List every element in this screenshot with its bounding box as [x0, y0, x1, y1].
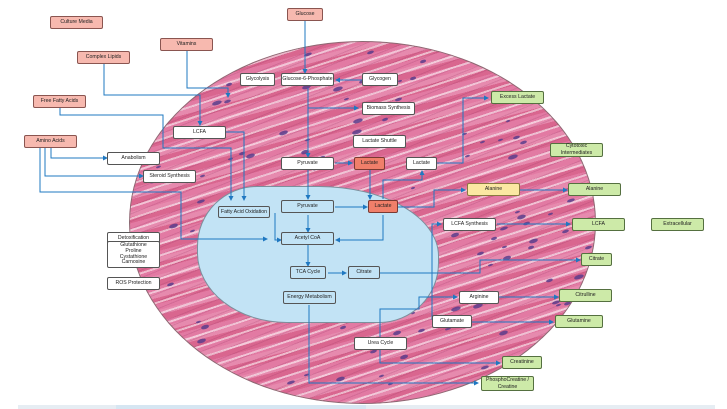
product-alanine[interactable]: Alanine [568, 183, 621, 196]
node-ros-protection[interactable]: ROS Protection [107, 277, 160, 290]
node-arginine[interactable]: Arginine [459, 291, 499, 304]
source-vitamins[interactable]: Vitamins [160, 38, 213, 51]
node-alanine[interactable]: Alanine [467, 183, 520, 196]
node-glycogen[interactable]: Glycogen [362, 73, 398, 86]
arrow-aa-acetyl [39, 148, 268, 242]
arrow-vitamins [186, 50, 231, 98]
arrow-complex-lipids [103, 63, 203, 126]
node-urea-cycle[interactable]: Urea Cycle [354, 337, 407, 350]
node-mito-lactate[interactable]: Lactate [368, 200, 398, 213]
node-lactate-shuttle[interactable]: Lactate Shuttle [353, 135, 406, 148]
product-glutamine[interactable]: Glutamine [555, 315, 603, 328]
arrow-citrate-lcfa-synth [431, 221, 442, 320]
source-amino-acids[interactable]: Amino Acids [24, 135, 77, 148]
arrow-ffa [59, 108, 234, 201]
node-fatty-acid-oxidation[interactable]: Fatty Acid Oxidation [218, 206, 270, 218]
product-cytotoxic-intermediates[interactable]: Cytotoxic Intermediates [550, 143, 603, 157]
product-creatinine[interactable]: Creatinine [502, 356, 542, 369]
arrow-citrate-out [380, 257, 581, 274]
arrow-lcfa-fao [225, 131, 247, 201]
arrow-mitolac-lactate [382, 170, 425, 199]
node-lactate[interactable]: Lactate [406, 157, 437, 170]
arrow-g6p-biomass [307, 88, 359, 111]
node-pyruvate[interactable]: Pyruvate [281, 157, 334, 170]
node-acetyl-coa[interactable]: Acetyl CoA [281, 232, 334, 245]
arrow-energy-phosphocreatine [308, 305, 479, 386]
source-culture-media[interactable]: Culture Media [50, 16, 103, 29]
scrollbar-thumb[interactable] [116, 405, 366, 409]
arrow-urea-arginine [379, 294, 458, 337]
node-citrate[interactable]: Citrate [348, 266, 380, 279]
source-complex-lipids[interactable]: Complex Lipids [77, 51, 130, 64]
product-lcfa[interactable]: LCFA [572, 218, 625, 231]
arrow-mitolac-acetyl [335, 215, 384, 243]
node-glutamate[interactable]: Glutamate [432, 315, 472, 328]
product-phosphocreatine[interactable]: PhosphoCreatine / Creatine [481, 376, 534, 391]
arrow-mitolac-alanine [398, 187, 466, 208]
source-glucose[interactable]: Glucose [287, 8, 323, 21]
node-antioxidants[interactable]: Glutathione Proline Cystathione Carnosin… [107, 241, 160, 268]
source-free-fatty-acids[interactable]: Free Fatty Acids [33, 95, 86, 108]
arrow-aa-steroid [44, 148, 144, 179]
arrow-aa-anabolism [50, 148, 108, 161]
product-citrate[interactable]: Citrate [581, 253, 612, 266]
product-excess-lactate[interactable]: Excess Lactate [491, 91, 544, 104]
node-glycolysis[interactable]: Glycolysis [240, 73, 275, 86]
node-steroid-synthesis[interactable]: Steroid Synthesis [143, 170, 196, 183]
node-lcfa[interactable]: LCFA [173, 126, 226, 139]
arrow-urea-creatinine [379, 350, 501, 366]
node-lcfa-synthesis[interactable]: LCFA Synthesis [443, 218, 496, 231]
node-mito-pyruvate[interactable]: Pyruvate [281, 200, 334, 213]
arrow-lactate-excess [437, 95, 489, 164]
product-citrulline[interactable]: Citrulline [559, 289, 612, 302]
node-lactate-highlight[interactable]: Lactate [354, 157, 385, 170]
node-tca-cycle[interactable]: TCA Cycle [290, 266, 326, 279]
horizontal-scrollbar[interactable] [18, 405, 715, 409]
node-glucose-6-phosphate[interactable]: Glucose-6-Phosphate [281, 73, 334, 86]
product-extracellular[interactable]: Extracellular [651, 218, 704, 231]
node-energy-metabolism[interactable]: Energy Metabolism [283, 291, 336, 304]
node-anabolism[interactable]: Anabolism [107, 152, 160, 165]
arrow-fao-acetyl [274, 213, 282, 243]
node-biomass-synthesis[interactable]: Biomass Synthesis [362, 102, 415, 115]
